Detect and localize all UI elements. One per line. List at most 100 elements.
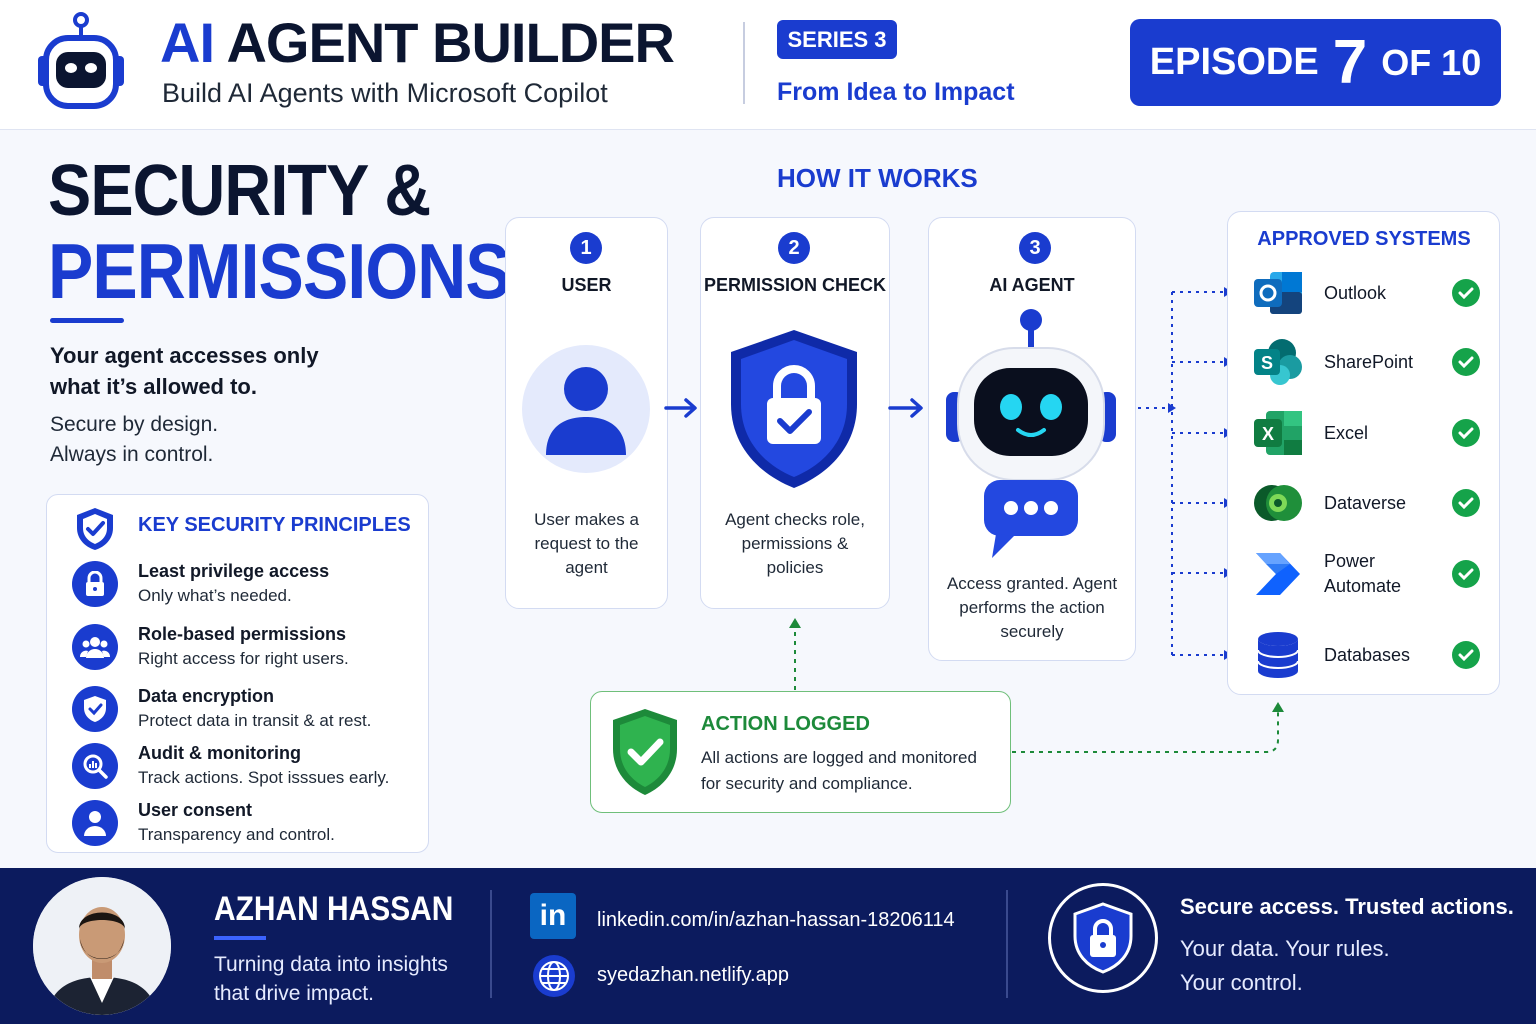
svg-text:X: X	[1262, 424, 1274, 444]
green-shield-check-icon	[613, 709, 677, 795]
system-item-outlook: Outlook	[1252, 268, 1480, 318]
power-automate-icon	[1256, 553, 1300, 595]
approved-systems-title: APPROVED SYSTEMS	[1257, 228, 1471, 250]
footer-bar	[0, 868, 1536, 1024]
system-name: Dataverse	[1324, 492, 1407, 513]
header-divider	[743, 22, 745, 104]
shield-lock-icon	[1073, 902, 1133, 974]
episode-badge: EPISODE 7 OF 10	[1130, 19, 1501, 106]
action-logged-title: ACTION LOGGED	[701, 713, 870, 735]
principles-title: KEY SECURITY PRINCIPLES	[138, 514, 411, 536]
page-title-line1: SECURITY &	[48, 151, 431, 231]
system-name: SharePoint	[1324, 351, 1414, 372]
svg-text:S: S	[1261, 353, 1273, 373]
system-item-power-automate: Power Automate	[1252, 548, 1480, 600]
secure-headline: Secure access. Trusted actions.	[1180, 894, 1514, 919]
database-icon	[1257, 632, 1299, 678]
secure-subline-1: Your data. Your rules.	[1180, 936, 1390, 961]
website-link[interactable]: syedazhan.netlify.app	[597, 964, 789, 986]
linkedin-icon[interactable]: in	[530, 893, 576, 939]
system-name: Outlook	[1324, 282, 1387, 303]
step-desc: User makes a request to the agent	[534, 510, 639, 577]
page-title-line2: PERMISSIONS	[48, 227, 511, 315]
title-accent-bar	[50, 318, 124, 323]
step-number: 1	[570, 232, 602, 264]
user-avatar-icon	[522, 345, 650, 473]
user-icon	[72, 800, 118, 846]
principle-sub: Protect data in transit & at rest.	[138, 711, 372, 730]
excel-icon: X	[1254, 411, 1302, 455]
author-motto: Turning data into insights that drive im…	[214, 953, 448, 1005]
outlook-icon	[1254, 272, 1302, 314]
system-item-sharepoint: S SharePoint	[1252, 337, 1480, 387]
app-subtitle: Build AI Agents with Microsoft Copilot	[162, 78, 608, 108]
principle-sub: Right access for right users.	[138, 649, 349, 668]
step-desc: Agent checks role, permissions & policie…	[725, 510, 865, 577]
principle-title: Audit & monitoring	[138, 743, 301, 763]
step-label: AI AGENT	[989, 275, 1075, 295]
episode-label: EPISODE	[1149, 41, 1319, 83]
title-rest: AGENT BUILDER	[226, 11, 674, 74]
secure-badge	[1048, 883, 1158, 993]
system-item-excel: X Excel	[1252, 408, 1480, 458]
linkedin-link[interactable]: linkedin.com/in/azhan-hassan-18206114	[597, 909, 955, 931]
author-avatar	[33, 877, 171, 1015]
audit-search-icon	[72, 743, 118, 789]
lock-icon	[72, 561, 118, 607]
system-item-databases: Databases	[1252, 630, 1480, 680]
ai-agent-robot-icon	[946, 309, 1116, 558]
title-ai: AI	[160, 11, 215, 74]
principle-title: User consent	[138, 800, 253, 820]
app-title: AI AGENT BUILDER	[160, 10, 675, 75]
principle-sub: Transparency and control.	[138, 825, 335, 844]
footer-divider	[490, 890, 492, 998]
globe-icon[interactable]	[532, 954, 576, 998]
action-logged-desc: All actions are logged and monitored for…	[701, 748, 977, 793]
system-name: Power Automate	[1324, 551, 1402, 596]
tagline-secondary: Secure by design. Always in control.	[50, 410, 370, 470]
step-label: USER	[561, 275, 612, 295]
principle-sub: Only what’s needed.	[138, 586, 292, 605]
footer-divider	[1006, 890, 1008, 998]
series-subtitle: From Idea to Impact	[777, 78, 1015, 106]
check-icon	[1452, 560, 1480, 588]
system-item-dataverse: Dataverse	[1252, 478, 1480, 528]
arrow-right-icon	[888, 398, 923, 418]
author-name: AZHAN HASSAN	[214, 890, 454, 928]
check-icon	[1452, 489, 1480, 517]
step-number: 3	[1019, 232, 1051, 264]
shield-check-icon	[77, 508, 113, 550]
system-name: Databases	[1324, 644, 1411, 665]
tagline: Your agent accesses only what it’s allow…	[50, 343, 319, 399]
how-it-works-title: HOW IT WORKS	[777, 163, 978, 193]
episode-number: 7	[1332, 27, 1368, 97]
check-icon	[1452, 641, 1480, 669]
name-accent-bar	[214, 936, 266, 940]
check-icon	[1452, 348, 1480, 376]
step-label: PERMISSION CHECK	[703, 275, 887, 295]
principle-title: Least privilege access	[138, 561, 330, 581]
tagline-secondary-line1: Secure by design.	[50, 413, 219, 436]
users-icon	[72, 624, 118, 670]
check-icon	[1452, 279, 1480, 307]
robot-logo-icon	[38, 12, 124, 109]
system-name: Excel	[1324, 422, 1369, 443]
shield-check-icon	[72, 686, 118, 732]
step-number: 2	[778, 232, 810, 264]
principle-sub: Track actions. Spot isssues early.	[138, 768, 390, 787]
check-icon	[1452, 419, 1480, 447]
principle-title: Data encryption	[138, 686, 275, 706]
episode-total: OF 10	[1381, 41, 1482, 83]
series-badge: SERIES 3	[777, 20, 897, 59]
arrow-right-icon	[664, 398, 697, 418]
dataverse-icon	[1254, 485, 1302, 521]
principle-title: Role-based permissions	[138, 624, 347, 644]
sharepoint-icon: S	[1254, 339, 1302, 385]
secure-subline-2: Your control.	[1180, 970, 1303, 995]
step-desc: Access granted. Agent performs the actio…	[946, 574, 1118, 641]
principles-panel	[46, 494, 429, 853]
